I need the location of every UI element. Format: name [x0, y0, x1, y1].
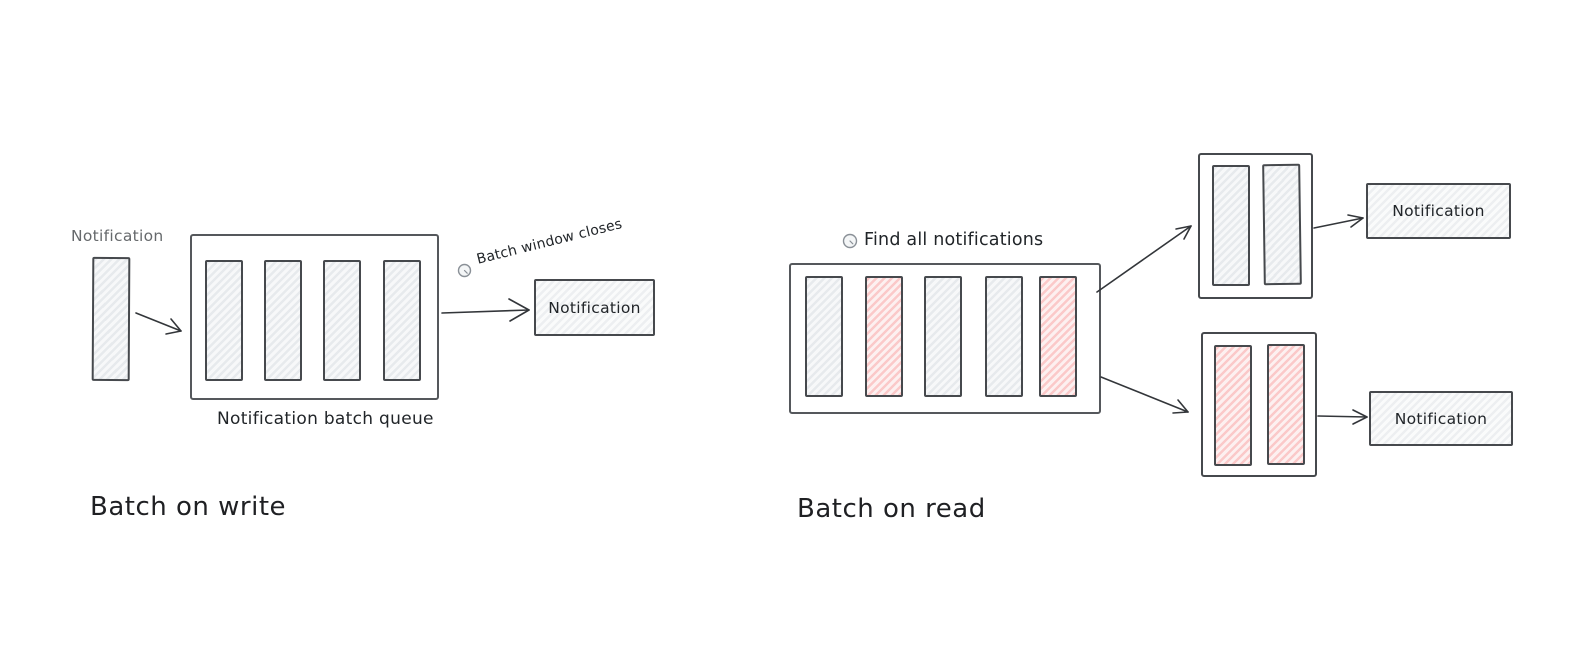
group-item — [1212, 165, 1250, 286]
queue-item — [323, 260, 361, 381]
find-all-notifications-label: Find all notifications — [864, 230, 1044, 250]
arrow-notification-to-queue — [135, 312, 182, 335]
queue-item — [1039, 276, 1077, 397]
incoming-notification-bar — [91, 256, 131, 382]
notification-output-box: Notification — [534, 279, 655, 336]
queue-item — [205, 260, 243, 381]
notification-output-label: Notification — [1394, 409, 1488, 428]
incoming-notification-label: Notification — [71, 227, 164, 245]
notification-output-label: Notification — [548, 298, 641, 317]
title-batch-on-read: Batch on read — [797, 494, 986, 524]
title-batch-on-write: Batch on write — [90, 492, 287, 522]
queue-item — [805, 276, 843, 397]
group-item — [1214, 345, 1252, 466]
queue-item — [383, 260, 421, 381]
group-item — [1267, 344, 1305, 465]
queue-item — [264, 260, 302, 381]
queue-item — [985, 276, 1023, 397]
arrow-top-group-to-notification — [1313, 214, 1364, 229]
arrow-store-to-top-group — [1096, 225, 1192, 293]
clock-icon — [842, 233, 858, 249]
queue-item — [924, 276, 962, 397]
arrow-bottom-group-to-notification — [1317, 409, 1368, 425]
notification-output-box: Notification — [1369, 391, 1513, 446]
batch-window-closes-label: Batch window closes — [475, 216, 624, 268]
queue-item — [865, 276, 903, 397]
notification-output-box: Notification — [1366, 183, 1511, 239]
notification-output-label: Notification — [1392, 202, 1485, 220]
batch-queue-caption: Notification batch queue — [217, 409, 434, 429]
arrow-store-to-bottom-group — [1100, 376, 1189, 414]
arrow-queue-to-notification — [441, 298, 530, 322]
group-item — [1262, 163, 1302, 286]
clock-icon — [457, 263, 472, 278]
